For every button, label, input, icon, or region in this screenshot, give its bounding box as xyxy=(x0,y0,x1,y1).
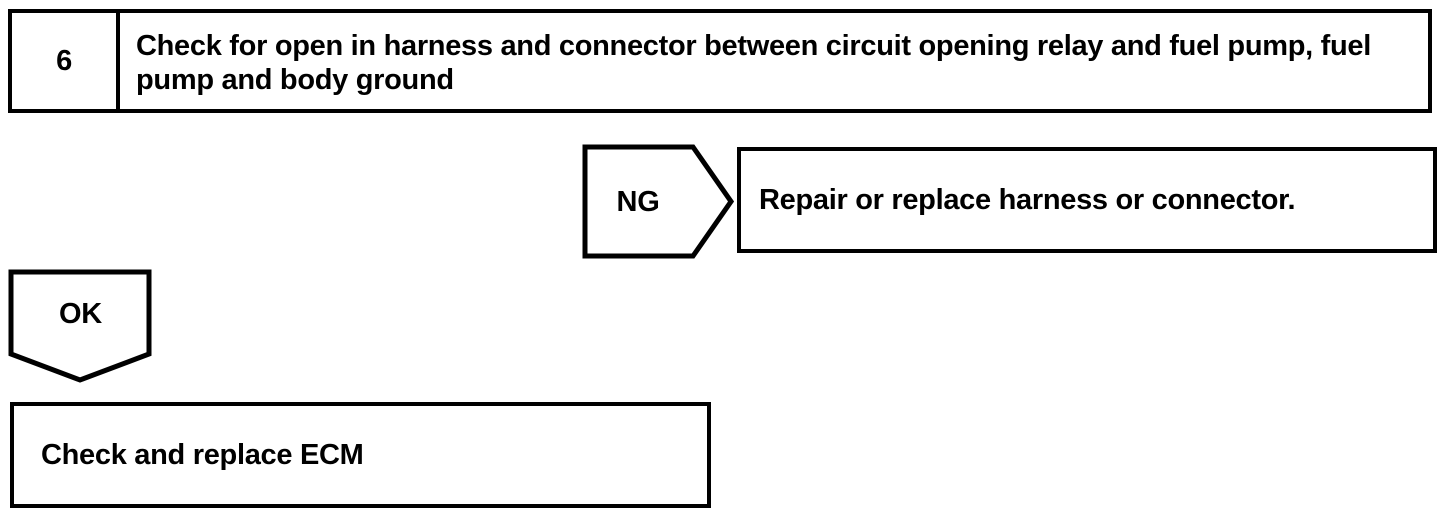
ok-arrow-icon xyxy=(8,269,152,383)
ng-action-box: Repair or replace harness or connector. xyxy=(737,147,1437,253)
ok-action-text: Check and replace ECM xyxy=(41,439,364,471)
ng-arrow-icon xyxy=(582,144,734,259)
ok-label: OK xyxy=(59,298,102,330)
step-number: 6 xyxy=(12,13,120,109)
ng-arrow: NG xyxy=(582,144,734,259)
step-instruction: Check for open in harness and connector … xyxy=(136,30,1372,96)
ng-action-text: Repair or replace harness or connector. xyxy=(759,184,1296,216)
ok-arrow: OK xyxy=(8,269,153,384)
ok-action-box: Check and replace ECM xyxy=(10,402,711,508)
step-box: 6 Check for open in harness and connecto… xyxy=(8,9,1432,113)
ng-label: NG xyxy=(616,185,660,218)
